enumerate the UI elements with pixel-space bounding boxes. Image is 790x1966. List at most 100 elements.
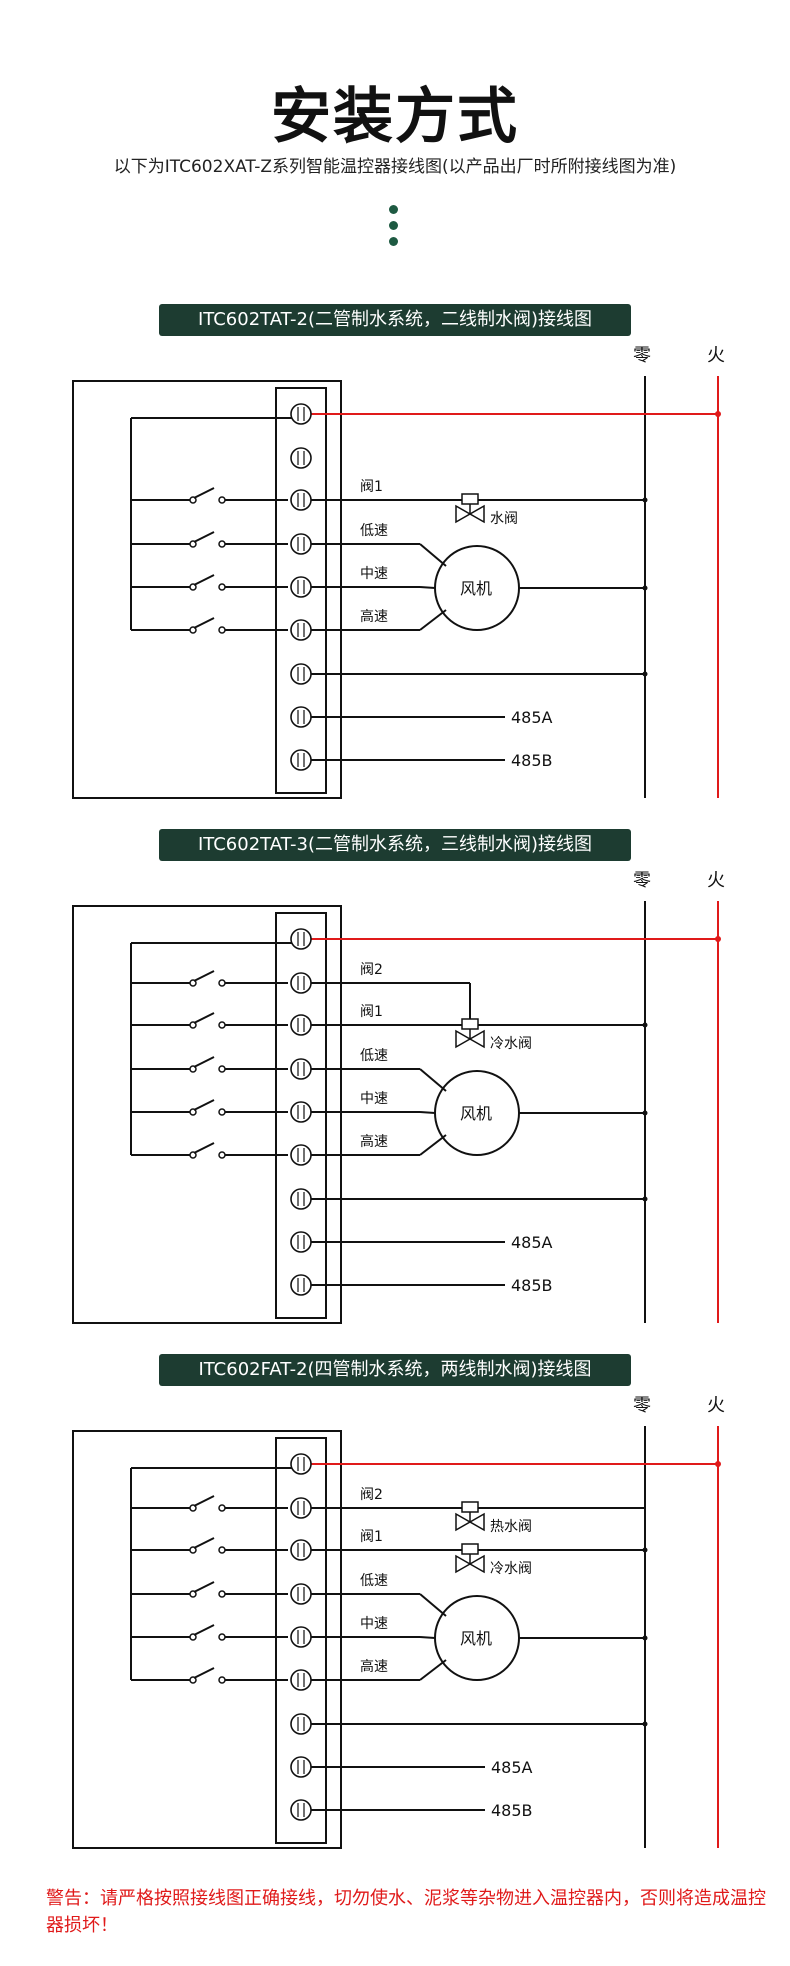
valve-body: [455, 1554, 485, 1574]
terminal-screw: [290, 1058, 312, 1080]
valve-label: 阀1: [360, 1529, 383, 1545]
switch-contact: [218, 1546, 226, 1554]
neutral-junction: [642, 497, 648, 503]
neutral-junction: [642, 671, 648, 677]
switch-contact: [189, 1590, 197, 1598]
neutral-label: 零: [633, 345, 651, 366]
switch-contact: [189, 1021, 197, 1029]
switch-contact: [189, 540, 197, 548]
switch-blade: [193, 1056, 215, 1068]
terminal-screw: [290, 619, 312, 641]
speed-label: 高速: [360, 1658, 388, 1675]
speed-label: 低速: [360, 1573, 388, 1589]
terminal-screw: [290, 1539, 312, 1561]
switch-contact: [218, 1676, 226, 1684]
neutral-junction: [642, 1196, 648, 1202]
speed-label: 中速: [360, 566, 388, 582]
terminal-strip: [275, 912, 327, 1319]
switch-contact: [189, 1108, 197, 1116]
switch-contact: [218, 1590, 226, 1598]
terminal-screw: [290, 489, 312, 511]
switch-blade: [193, 1667, 215, 1679]
live-junction: [715, 936, 721, 942]
switch-contact: [189, 583, 197, 591]
speed-label: 中速: [360, 1091, 388, 1107]
speed-wire-end: [419, 1111, 436, 1114]
terminal-screw: [290, 749, 312, 771]
live-label: 火: [707, 870, 725, 891]
terminal-screw: [290, 1756, 312, 1778]
terminal-screw: [290, 1626, 312, 1648]
valve-name: 热水阀: [490, 1519, 532, 1535]
terminal-screw: [290, 447, 312, 469]
wiring-diagram-2: 零火风机低速中速高速阀2阀1冷水阀485A485B: [72, 870, 725, 1324]
fan-label: 风机: [460, 1104, 492, 1123]
terminal-screw: [290, 403, 312, 425]
terminal-screw: [290, 706, 312, 728]
page-title: 安装方式: [271, 82, 519, 152]
speed-wire-bend: [419, 543, 447, 567]
neutral-label: 零: [633, 870, 651, 891]
terminal-screw: [290, 1274, 312, 1296]
valve-actuator: [461, 1543, 479, 1555]
switch-contact: [189, 1633, 197, 1641]
section-title-3: ITC602FAT-2(四管制水系统，两线制水阀)接线图: [159, 1354, 631, 1386]
dot: [389, 221, 398, 230]
terminal-screw: [290, 1101, 312, 1123]
neutral-junction: [642, 585, 648, 591]
terminal-screw: [290, 1583, 312, 1605]
bus-b-label: 485B: [511, 751, 553, 770]
speed-label: 中速: [360, 1616, 388, 1632]
thermostat-enclosure: [72, 905, 342, 1324]
valve-label: 阀1: [360, 479, 383, 495]
switch-blade: [193, 1581, 215, 1593]
valve-label: 阀2: [360, 962, 383, 978]
terminal-screw: [290, 1144, 312, 1166]
dot: [389, 205, 398, 214]
terminal-screw: [290, 663, 312, 685]
terminal-screw: [290, 928, 312, 950]
neutral-junction: [642, 1721, 648, 1727]
wiring-diagram-1: 零火风机低速中速高速阀1水阀485A485B: [72, 345, 725, 799]
switch-blade: [193, 1099, 215, 1111]
thermostat-enclosure: [72, 380, 342, 799]
switch-contact: [218, 1504, 226, 1512]
switch-contact: [189, 626, 197, 634]
switch-contact: [218, 540, 226, 548]
fan-label: 风机: [460, 579, 492, 598]
switch-blade: [193, 970, 215, 982]
speed-label: 高速: [360, 608, 388, 625]
neutral-junction: [642, 1547, 648, 1553]
switch-blade: [193, 1142, 215, 1154]
terminal-screw: [290, 533, 312, 555]
terminal-screw: [290, 1188, 312, 1210]
valve-body: [455, 1512, 485, 1532]
thermostat-enclosure: [72, 1430, 342, 1849]
valve-actuator: [461, 1018, 479, 1030]
switch-contact: [189, 496, 197, 504]
switch-blade: [193, 531, 215, 543]
switch-blade: [193, 574, 215, 586]
live-junction: [715, 1461, 721, 1467]
switch-contact: [218, 1151, 226, 1159]
terminal-strip: [275, 1437, 327, 1844]
section-title-2: ITC602TAT-3(二管制水系统，三线制水阀)接线图: [159, 829, 631, 861]
speed-label: 高速: [360, 1133, 388, 1150]
switch-contact: [218, 496, 226, 504]
switch-contact: [189, 1676, 197, 1684]
terminal-screw: [290, 1014, 312, 1036]
neutral-label: 零: [633, 1395, 651, 1416]
terminal-strip: [275, 387, 327, 794]
switch-blade: [193, 1495, 215, 1507]
switch-contact: [218, 1021, 226, 1029]
terminal-screw: [290, 1453, 312, 1475]
live-junction: [715, 411, 721, 417]
speed-label: 低速: [360, 1048, 388, 1064]
speed-wire-bend: [419, 1068, 447, 1092]
valve-body: [455, 1029, 485, 1049]
switch-contact: [189, 1151, 197, 1159]
switch-blade: [193, 487, 215, 499]
switch-contact: [218, 1108, 226, 1116]
terminal-screw: [290, 972, 312, 994]
speed-wire-end: [419, 1636, 436, 1639]
